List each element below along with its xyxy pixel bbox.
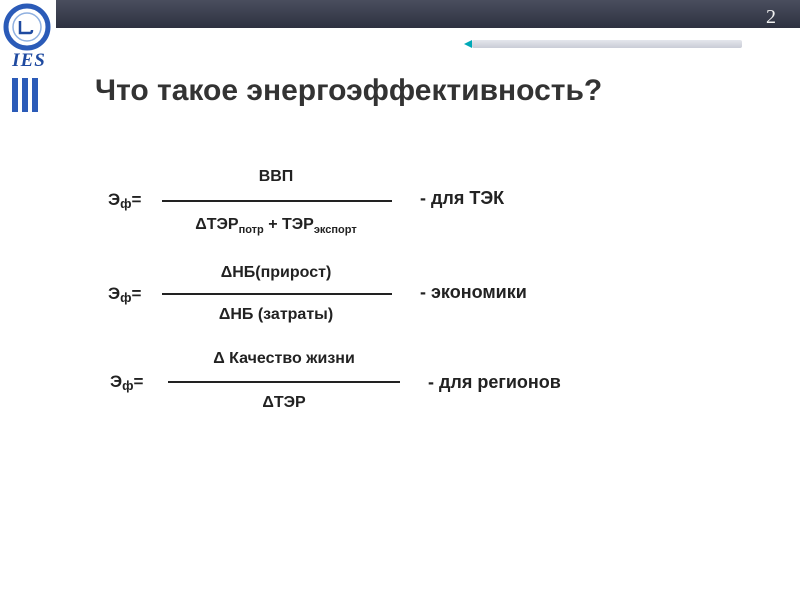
formula-tek: Эф= ВВП ΔТЭРпотр + ТЭРэкспорт - для ТЭК [0, 160, 800, 240]
logo-text: IES [12, 50, 46, 71]
formula-denominator: ΔТЭРпотр + ТЭРэкспорт [195, 216, 357, 236]
formula-label: - для регионов [428, 372, 561, 392]
formula-denominator: ΔТЭР [262, 394, 306, 411]
formula-denominator: ΔНБ (затраты) [218, 306, 334, 323]
fraction-line [162, 200, 392, 202]
formula-lhs: Эф= [108, 284, 142, 305]
accent-arrow-icon [464, 40, 472, 48]
formula-numerator: Δ Качество жизни [213, 350, 355, 367]
formula-label: - экономики [420, 282, 527, 302]
formula-economy: Эф= ΔНБ(прирост) ΔНБ (затраты) - экономи… [0, 256, 800, 336]
page-title: Что такое энергоэффективность? [95, 74, 603, 107]
slide-number: 2 [766, 6, 776, 28]
formula-label: - для ТЭК [420, 188, 505, 208]
accent-bar [472, 40, 742, 48]
ies-logo: IES [0, 0, 56, 118]
ies-logo-icon [3, 3, 51, 51]
formula-numerator: ΔНБ(прирост) [220, 264, 332, 281]
formula-regions: Эф= Δ Качество жизни ΔТЭР - для регионов [0, 344, 800, 424]
formula-lhs: Эф= [110, 372, 144, 393]
formula-numerator: ВВП [258, 168, 294, 185]
logo-bars [12, 78, 48, 112]
top-bar [56, 0, 800, 28]
formula-lhs: Эф= [108, 190, 142, 211]
fraction-line [162, 293, 392, 295]
fraction-line [168, 381, 400, 383]
